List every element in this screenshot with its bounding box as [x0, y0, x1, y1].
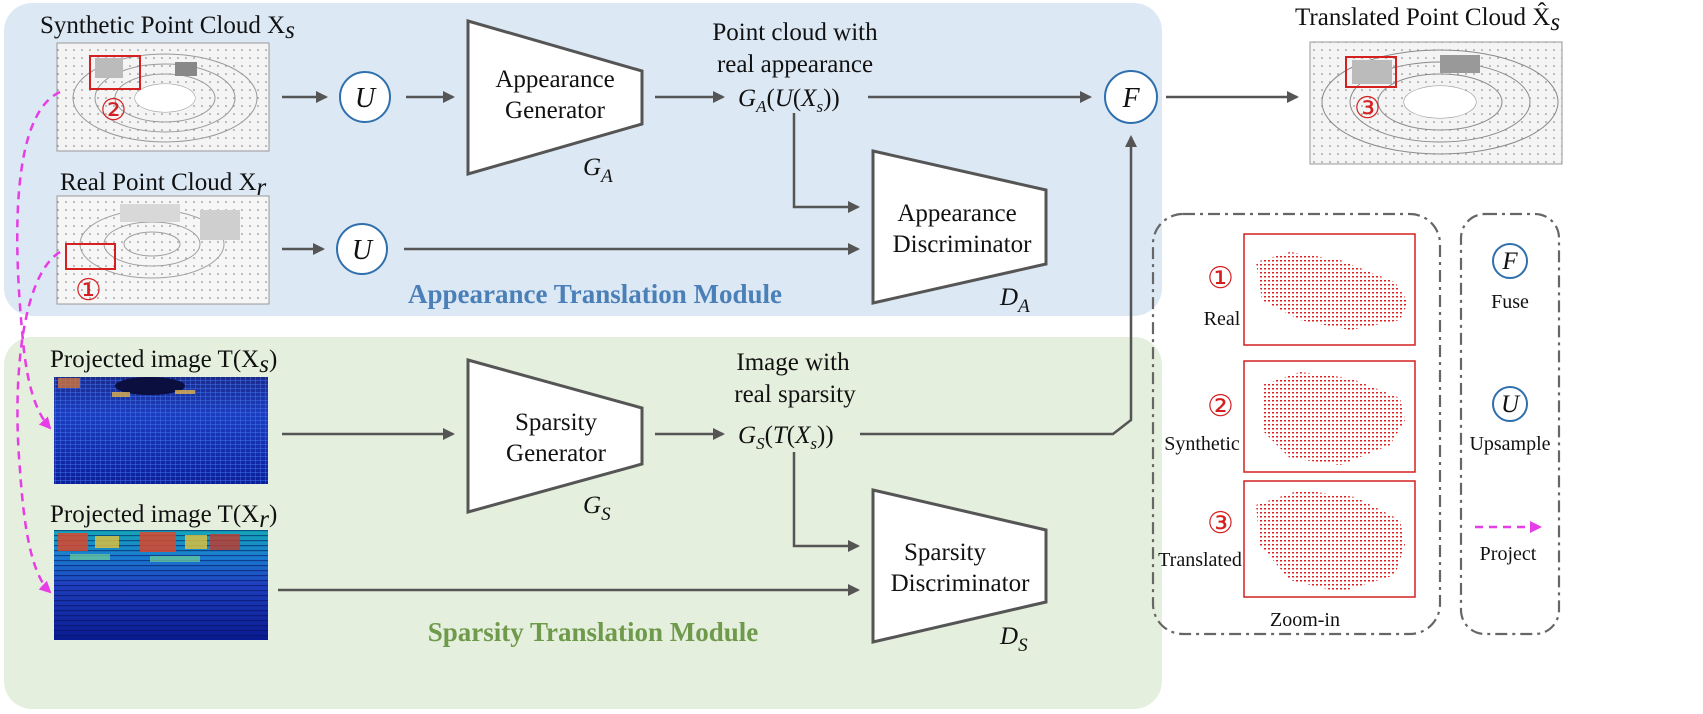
legend-panel — [1459, 212, 1561, 636]
legend-project-label: Project — [1480, 543, 1537, 565]
sparsity-output-caption-1: Image with — [736, 349, 850, 376]
svg-text:Sparsity: Sparsity — [515, 409, 597, 436]
translated-highlight-box — [1345, 56, 1397, 88]
zoom-in-title: Zoom-in — [1270, 609, 1340, 631]
legend-project: Project — [1475, 521, 1542, 565]
zoom-num-1: ① — [1207, 261, 1234, 296]
marker-1: ① — [75, 273, 102, 308]
zoom-label-translated: Translated — [1158, 549, 1242, 571]
legend-fuse: F Fuse — [1491, 243, 1529, 313]
appearance-output-caption-2: real appearance — [717, 51, 873, 78]
zoom-item-synthetic: ② Synthetic — [1164, 360, 1416, 473]
translated-cloud-label: Translated Point Cloud X̂s — [1295, 2, 1560, 36]
project-arrows — [16, 90, 61, 594]
zoom-num-2: ② — [1207, 389, 1234, 424]
svg-text:Generator: Generator — [505, 97, 606, 124]
sparsity-discriminator: Sparsity Discriminator — [871, 488, 1048, 644]
translated-point-cloud-image — [1309, 41, 1563, 165]
real-highlight-box — [65, 243, 116, 270]
svg-text:F: F — [1121, 83, 1140, 114]
marker-3: ③ — [1354, 91, 1381, 126]
legend-fuse-label: Fuse — [1491, 291, 1529, 313]
svg-text:Appearance: Appearance — [495, 66, 614, 93]
real-point-cloud-image — [56, 195, 270, 305]
proj-real-label: Projected image T(Xr) — [50, 501, 277, 533]
zoom-label-synthetic: Synthetic — [1164, 433, 1240, 455]
sparsity-module-title: Sparsity Translation Module — [428, 617, 759, 647]
sparsity-generator: Sparsity Generator — [466, 358, 644, 514]
zoom-in-panel — [1151, 212, 1442, 636]
zoom-item-real: ① Real — [1204, 233, 1416, 346]
synthetic-highlight-box — [89, 55, 141, 90]
upsample-node-real: U — [336, 223, 388, 275]
svg-text:Discriminator: Discriminator — [891, 570, 1031, 597]
sparsity-output-formula: GS(T(Xs)) — [738, 422, 834, 453]
svg-text:Appearance: Appearance — [897, 200, 1016, 227]
synthetic-cloud-label: Synthetic Point Cloud Xs — [40, 12, 295, 44]
zoom-label-real: Real — [1204, 308, 1241, 330]
appearance-discriminator-symbol: DA — [999, 284, 1030, 317]
flow-arrows — [278, 91, 1299, 596]
svg-text:U: U — [1501, 391, 1521, 418]
marker-2: ② — [100, 93, 127, 128]
svg-text:F: F — [1501, 248, 1518, 275]
legend-upsample-label: Upsample — [1469, 433, 1550, 455]
zoom-num-3: ③ — [1207, 506, 1234, 541]
projected-image-real — [54, 530, 268, 640]
svg-text:U: U — [352, 235, 374, 266]
zoom-item-translated: ③ Translated — [1158, 480, 1416, 598]
appearance-discriminator: Appearance Discriminator — [871, 149, 1048, 305]
legend-upsample: U Upsample — [1469, 386, 1551, 455]
synthetic-point-cloud-image — [56, 42, 270, 152]
projected-image-synthetic — [54, 377, 268, 484]
svg-text:Discriminator: Discriminator — [893, 231, 1033, 258]
svg-text:U: U — [355, 83, 377, 114]
appearance-module-title: Appearance Translation Module — [408, 279, 782, 309]
appearance-output-caption-1: Point cloud with — [712, 19, 878, 46]
sparsity-discriminator-symbol: DS — [999, 623, 1028, 656]
proj-synthetic-label: Projected image T(Xs) — [50, 346, 277, 378]
fuse-node: F — [1104, 70, 1158, 124]
sparsity-generator-symbol: GS — [583, 492, 611, 525]
svg-text:Sparsity: Sparsity — [904, 539, 986, 566]
appearance-generator: Appearance Generator — [466, 19, 644, 176]
appearance-generator-symbol: GA — [583, 154, 613, 187]
appearance-output-formula: GA(U(Xs)) — [738, 85, 840, 116]
upsample-node-synthetic: U — [339, 71, 391, 123]
real-cloud-label: Real Point Cloud Xr — [60, 169, 267, 201]
sparsity-output-caption-2: real sparsity — [734, 381, 856, 408]
svg-text:Generator: Generator — [506, 440, 607, 467]
